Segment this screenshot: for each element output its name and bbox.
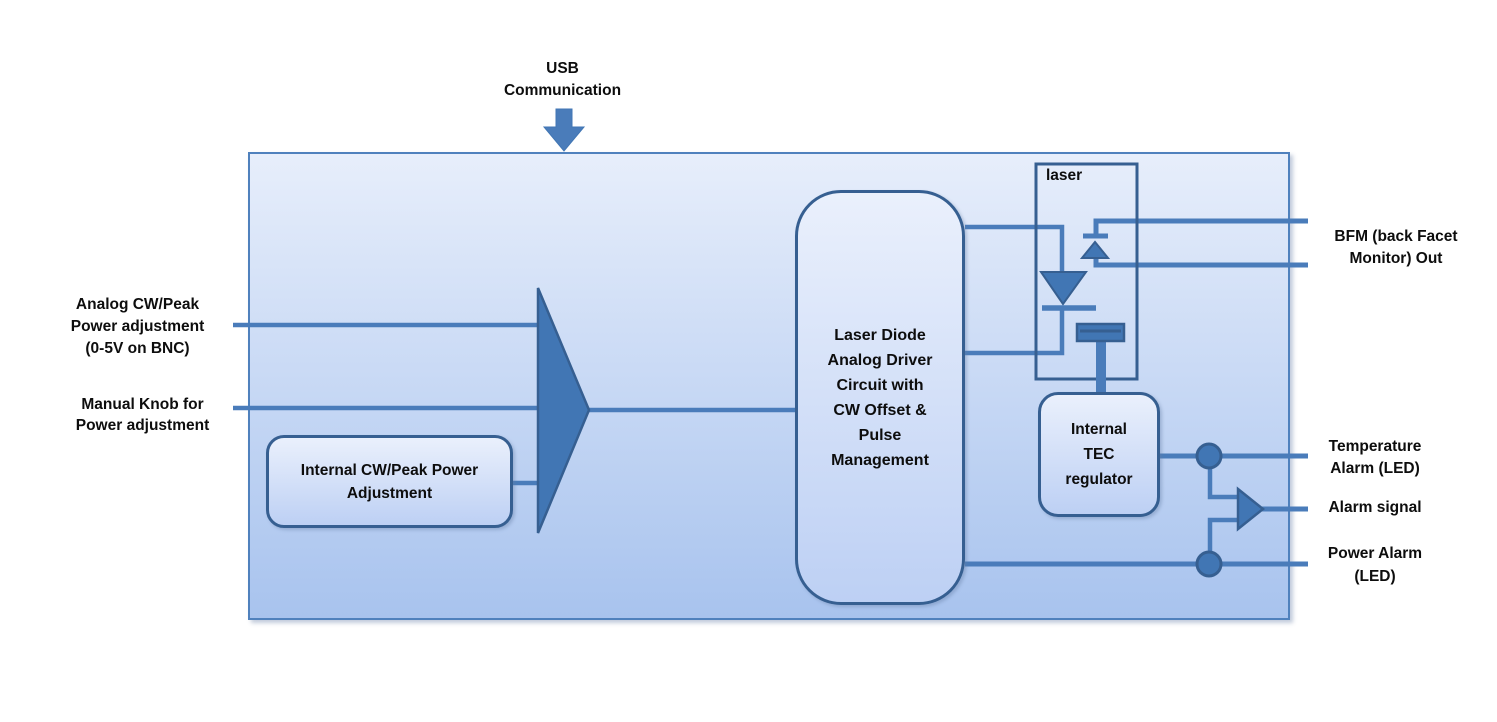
laser-drive-return-line [965,309,1065,356]
tec-regulator-box: Internal TEC regulator [1038,392,1160,517]
mux-triangle-icon [536,287,591,534]
bfm-top-line [1093,218,1308,235]
alarm-signal-label: Alarm signal [1328,499,1422,516]
power-alarm-label: Power Alarm (LED) [1327,545,1423,585]
laser-driver-box: Laser Diode Analog Driver Circuit with C… [795,190,965,605]
power-to-gate-branch [1207,517,1240,564]
usb-communication-label: USB Communication [503,60,622,99]
alarm-gate-icon [1236,486,1266,532]
temperature-node-icon [1195,442,1223,470]
laser-drive-top-line [965,224,1065,272]
manual-knob-label: Manual Knob for Power adjustment [75,396,210,434]
photodiode-icon [1079,240,1111,259]
laser-diode-icon [1039,271,1088,306]
temperature-alarm-label: Temperature Alarm (LED) [1328,438,1422,477]
laser-package-rect [1034,162,1139,381]
system-enclosure-box [248,152,1290,620]
internal-adjustment-box: Internal CW/Peak Power Adjustment [266,435,513,528]
bfm-out-label: BFM (back Facet Monitor) Out [1334,228,1458,267]
analog-input-label: Analog CW/Peak Power adjustment (0-5V on… [70,296,205,357]
bfm-bottom-line [1093,256,1308,268]
laser-package-label: laser [1046,167,1083,184]
usb-arrow-icon [542,108,586,152]
power-node-icon [1195,550,1223,578]
temp-to-gate-branch [1207,456,1240,500]
